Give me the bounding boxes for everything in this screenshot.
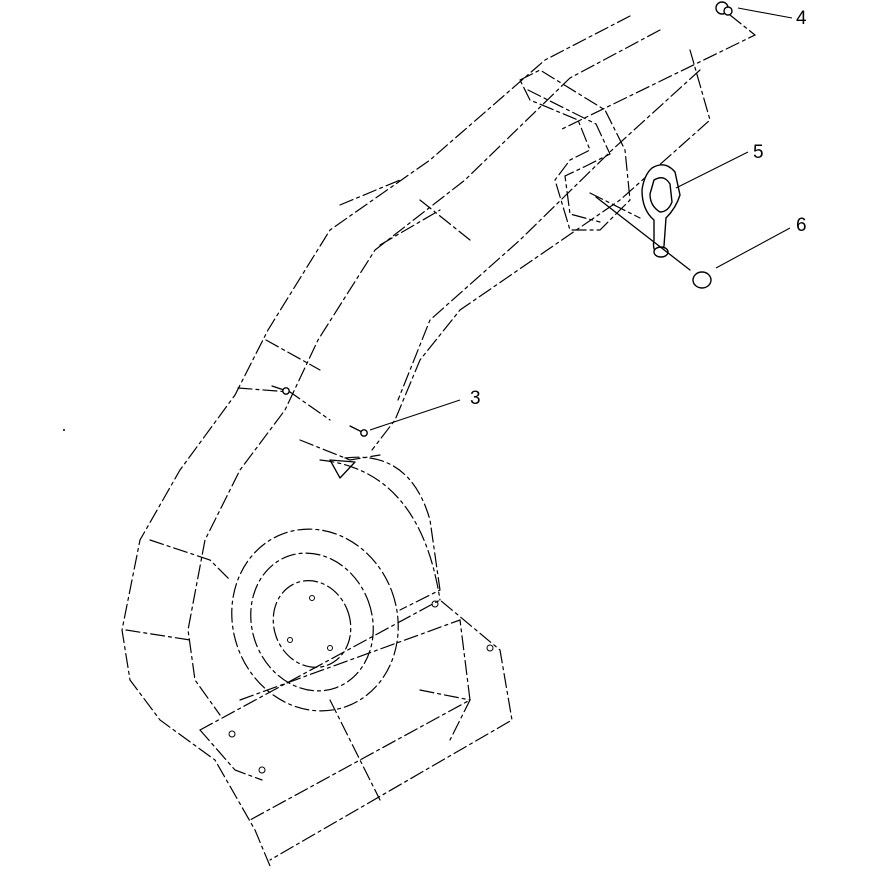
callout-leaders [369,7,793,431]
blower-housing [121,15,711,867]
part-3-screw [271,385,368,437]
callout-5-label: 5 [753,142,764,163]
callout-6-label: 6 [796,215,807,236]
assembly-centerlines [559,14,757,219]
part-5-handle [641,164,681,258]
callout-4-label: 4 [796,8,807,29]
part-4-cap [715,1,733,16]
callout-3-label: 3 [470,388,481,409]
stray-mark [63,429,65,431]
part-6-knob [595,196,712,289]
